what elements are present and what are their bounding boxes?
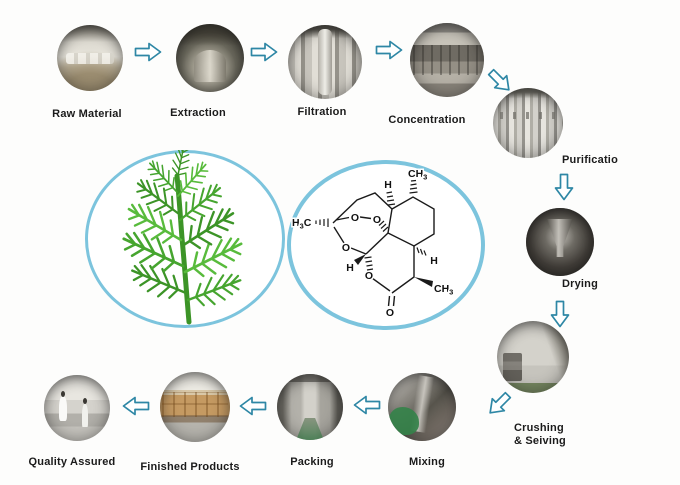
step-photo-purification bbox=[493, 88, 563, 158]
step-label-concentration: Concentration bbox=[388, 114, 466, 126]
bold-wedge-ch3-bottom bbox=[414, 277, 433, 287]
atom-label-h12: H bbox=[346, 262, 354, 274]
artemisia-plant-illustration bbox=[116, 150, 249, 325]
bond-c12-o13 bbox=[350, 247, 367, 255]
atom-label-h3c: H3C bbox=[292, 217, 312, 231]
bond-o11-c10 bbox=[371, 277, 391, 292]
atom-label-h-right: H bbox=[430, 255, 438, 267]
step-label-mixing: Mixing bbox=[408, 456, 446, 468]
hash-bond-o2-c12a bbox=[378, 220, 389, 232]
atom-label-ch3-top: CH3 bbox=[408, 168, 427, 182]
step-label-filtration: Filtration bbox=[297, 106, 347, 118]
step-label-crushing-line1: Crushing bbox=[514, 422, 564, 434]
step-label-finished-products: Finished Products bbox=[140, 461, 240, 473]
atom-label-h-top: H bbox=[384, 179, 392, 191]
step-label-crushing-line2: & Seiving bbox=[514, 435, 566, 447]
step-photo-quality-assured bbox=[44, 375, 110, 441]
step-label-extraction: Extraction bbox=[170, 107, 226, 119]
flow-arrow-left-icon bbox=[353, 395, 381, 415]
flow-arrow-down-icon bbox=[550, 300, 570, 328]
flow-arrow-right-icon bbox=[134, 42, 162, 62]
step-photo-concentration bbox=[410, 23, 484, 97]
atom-label-carbonyl-o: O bbox=[386, 307, 394, 319]
step-label-raw-material: Raw Material bbox=[52, 108, 122, 120]
lactone-ring-bonds bbox=[391, 246, 415, 294]
hash-bond-ch3-top bbox=[409, 179, 418, 194]
flow-arrow-down-icon bbox=[554, 173, 574, 201]
atom-label-o2: O bbox=[373, 214, 381, 226]
bond-c3-o1 bbox=[335, 216, 350, 221]
step-photo-mixing bbox=[388, 373, 456, 441]
step-label-crushing-seiving: Crushing & Seiving bbox=[514, 422, 566, 448]
atom-label-ch3-bottom: CH3 bbox=[434, 283, 453, 297]
dioxepin-carbon-bonds bbox=[332, 192, 393, 224]
flow-arrow-right-icon bbox=[250, 42, 278, 62]
hash-wedge-h3c bbox=[315, 218, 329, 227]
molecule-circle-ring bbox=[287, 160, 485, 330]
step-photo-drying bbox=[526, 208, 594, 276]
atom-label-o11: O bbox=[365, 270, 373, 282]
step-photo-raw-material bbox=[57, 25, 123, 91]
atom-label-o1: O bbox=[351, 212, 359, 224]
hash-bond-c12-o11 bbox=[364, 256, 374, 271]
atom-label-o13: O bbox=[342, 242, 350, 254]
step-photo-finished-products bbox=[160, 372, 230, 442]
step-photo-packing bbox=[277, 374, 343, 440]
flow-arrow-down-left-icon bbox=[483, 388, 515, 420]
step-label-purification: Purificatio bbox=[562, 154, 618, 166]
hash-bond-h-right bbox=[416, 247, 427, 256]
flow-arrow-left-icon bbox=[239, 396, 267, 416]
peroxide-bond bbox=[359, 216, 372, 220]
flow-arrow-left-icon bbox=[122, 396, 150, 416]
bond-o13-c3 bbox=[333, 226, 345, 244]
artemisinin-structure: O O O O O H H H H3C CH3 CH3 bbox=[291, 167, 455, 321]
step-photo-filtration bbox=[288, 25, 362, 99]
step-label-quality-assured: Quality Assured bbox=[28, 456, 116, 468]
step-label-drying: Drying bbox=[561, 278, 599, 290]
step-photo-extraction bbox=[176, 24, 244, 92]
carbonyl-double-bond bbox=[387, 295, 396, 307]
bond-c12a-c12 bbox=[365, 232, 389, 255]
hash-bond-h-top bbox=[386, 191, 396, 206]
step-label-packing: Packing bbox=[290, 456, 334, 468]
bold-wedge-h12 bbox=[354, 254, 366, 265]
flow-arrow-right-icon bbox=[375, 40, 403, 60]
step-photo-crushing-seiving bbox=[497, 321, 569, 393]
